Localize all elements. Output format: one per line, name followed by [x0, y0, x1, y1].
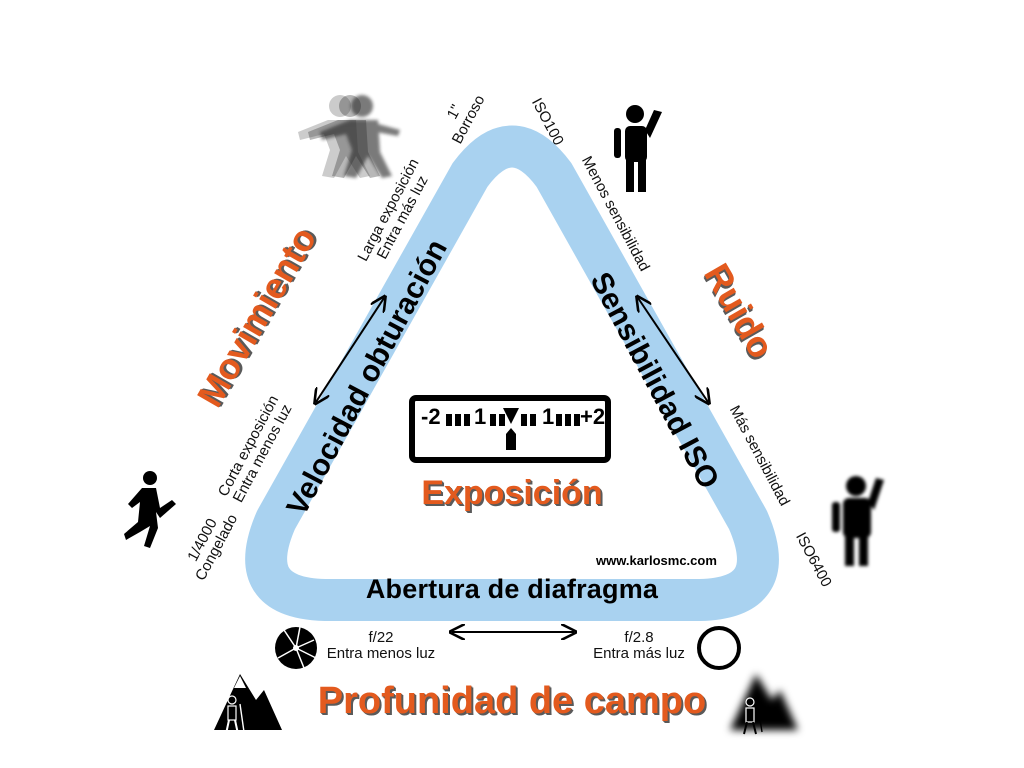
- meter-scale-1-left: 1: [474, 404, 487, 429]
- running-person-icon: [124, 471, 176, 548]
- small-aperture-icon: [275, 626, 317, 669]
- aperture-wide: f/2.8 Entra más luz: [574, 630, 704, 662]
- center-title: Exposición: [421, 474, 603, 512]
- aperture-small-value: f/22: [368, 629, 394, 646]
- website-label: www.karlosmc.com: [596, 553, 717, 568]
- meter-scale-1-right: 1: [542, 404, 555, 429]
- blurred-mountain-hiker-icon: [730, 674, 798, 735]
- aperture-wide-value: f/2.8: [624, 629, 654, 646]
- aperture-wide-desc: Entra más luz: [593, 645, 685, 662]
- exposure-meter-icon: [409, 395, 611, 463]
- meter-scale-minus2: -2: [421, 404, 441, 429]
- person-waving-icon: [614, 105, 662, 192]
- meter-scale-plus2: +2: [580, 404, 606, 429]
- blurred-runner-icon: [298, 95, 400, 178]
- double-arrow-icon: [316, 298, 708, 632]
- mountain-hiker-icon: [214, 674, 282, 735]
- aperture-small-desc: Entra menos luz: [326, 645, 436, 662]
- wide-aperture-icon: [697, 626, 741, 670]
- person-waving-bold-icon: [832, 476, 884, 566]
- aperture-small: f/22 Entra menos luz: [316, 630, 446, 662]
- side-label-aperture: Abertura de diafragma: [365, 574, 659, 604]
- triangle-band: [245, 125, 779, 621]
- effect-profundidad: Profunidad de campo: [317, 680, 707, 722]
